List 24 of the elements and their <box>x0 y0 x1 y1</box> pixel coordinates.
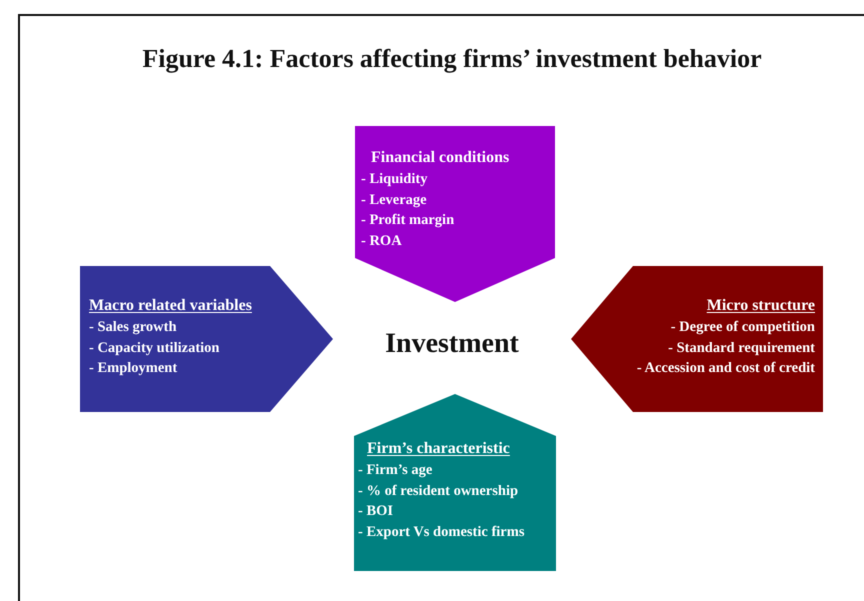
list-item: - Degree of competition <box>670 318 815 337</box>
list-item: - Firm’s age <box>358 461 432 480</box>
pentagon-arrow <box>571 266 823 412</box>
list-item: - Export Vs domestic firms <box>358 522 524 542</box>
list-item: - Capacity utilization <box>89 338 220 358</box>
list-item: - Standard requirement <box>668 338 815 358</box>
pentagon-arrow <box>80 266 333 412</box>
heading: Macro related variables <box>89 296 252 316</box>
list-item: - Accession and cost of credit <box>636 359 815 378</box>
pentagon-arrow <box>355 126 555 302</box>
heading: Micro structure <box>706 296 815 316</box>
list-item: - ROA <box>361 232 402 250</box>
heading: Firm’s characteristic <box>367 439 510 459</box>
pentagon-arrow <box>354 394 556 571</box>
list-item: - % of resident ownership <box>358 482 518 500</box>
center-label: Investment <box>350 328 554 360</box>
list-item: - Liquidity <box>361 170 428 189</box>
list-item: - Sales growth <box>89 318 177 337</box>
list-item: - Leverage <box>361 190 427 210</box>
list-item: - BOI <box>358 502 394 521</box>
figure-title: Figure 4.1: Factors affecting firms’ investment behavior <box>141 44 763 74</box>
list-item: - Employment <box>89 359 178 378</box>
heading: Financial conditions <box>371 148 510 168</box>
list-item: - Profit margin <box>361 211 454 230</box>
